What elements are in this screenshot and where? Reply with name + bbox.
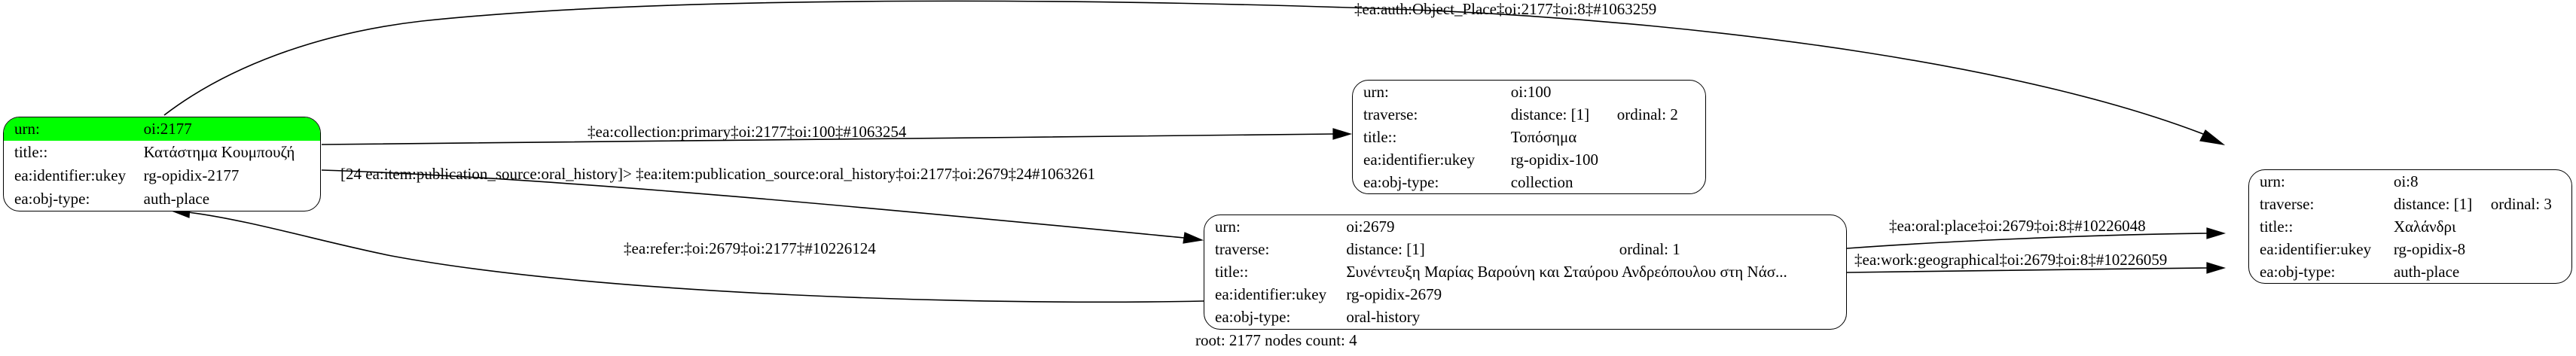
- node-100-value-ordinal: ordinal: 2: [1616, 105, 1678, 123]
- node-2679-label-identifier: ea:identifier:ukey: [1215, 285, 1327, 304]
- node-2679-value-identifier: rg-opidix-2679: [1346, 285, 1442, 304]
- node-100-row-title: title:: Τοπόσημα: [1353, 126, 1705, 148]
- node-2177-value-objtype: auth-place: [143, 190, 210, 208]
- node-100-value-distance: distance: [1]: [1510, 105, 1590, 123]
- edge-label-work-geographical: ‡ea:work:geographical‡oi:2679‡oi:8‡#1022…: [1854, 251, 2168, 269]
- node-8-value-ordinal: ordinal: 3: [2490, 194, 2552, 213]
- node-2177-row-identifier: ea:identifier:ukey rg-opidix-2177: [4, 164, 320, 187]
- edge-label-refer: ‡ea:refer:‡oi:2679‡oi:2177‡#10226124: [624, 239, 876, 257]
- node-8-row-identifier: ea:identifier:ukey rg-opidix-8: [2249, 238, 2571, 260]
- node-2177-table: urn: oi:2177 title:: Κατάστημα Κουμπουζή…: [4, 117, 320, 211]
- edge-label-item-publication-source: [24 ea:item:publication_source:oral_hist…: [340, 165, 1096, 183]
- node-100-value-title: Τοπόσημα: [1510, 127, 1577, 146]
- node-8-row-traverse: traverse: distance: [1] ordinal: 3: [2249, 193, 2571, 215]
- node-8-value-urn: oi:8: [2393, 172, 2419, 190]
- graph-node-2177[interactable]: urn: oi:2177 title:: Κατάστημα Κουμπουζή…: [3, 117, 321, 211]
- node-8-label-urn: urn:: [2260, 172, 2285, 190]
- node-8-value-distance: distance: [1]: [2393, 194, 2473, 213]
- node-2679-table: urn: oi:2679 traverse: distance: [1] ord…: [1204, 215, 1846, 329]
- node-8-label-identifier: ea:identifier:ukey: [2260, 239, 2372, 258]
- edge-path-auth-object-place: [163, 0, 2226, 145]
- node-8-value-title: Χαλάνδρι: [2393, 217, 2456, 236]
- node-100-row-identifier: ea:identifier:ukey rg-opidix-100: [1353, 148, 1705, 171]
- node-100-row-traverse: traverse: distance: [1] ordinal: 2: [1353, 103, 1705, 126]
- node-8-value-objtype: auth-place: [2393, 262, 2460, 281]
- node-8-row-urn: urn: oi:8: [2249, 170, 2571, 193]
- node-2177-row-urn: urn: oi:2177: [4, 117, 320, 141]
- node-100-value-urn: oi:100: [1510, 82, 1552, 101]
- node-8-table: urn: oi:8 traverse: distance: [1] ordina…: [2249, 170, 2571, 283]
- node-2177-value-title: Κατάστημα Κουμπουζή: [143, 143, 295, 161]
- node-2679-row-urn: urn: oi:2679: [1204, 215, 1846, 238]
- graph-node-8[interactable]: urn: oi:8 traverse: distance: [1] ordina…: [2248, 169, 2572, 284]
- node-2679-row-identifier: ea:identifier:ukey rg-opidix-2679: [1204, 284, 1846, 306]
- node-8-label-objtype: ea:obj-type:: [2260, 262, 2336, 281]
- node-2679-label-objtype: ea:obj-type:: [1215, 308, 1291, 327]
- node-2679-value-objtype: oral-history: [1346, 308, 1421, 327]
- node-2177-value-urn: oi:2177: [143, 117, 320, 141]
- node-2679-label-title: title::: [1215, 262, 1249, 281]
- edge-path-item-publication-source: [321, 169, 1204, 244]
- node-2679-row-title: title:: Συνέντευξη Μαρίας Βαρούνη και Στ…: [1204, 260, 1846, 283]
- node-2679-label-traverse: traverse:: [1215, 239, 1270, 258]
- node-8-row-objtype: ea:obj-type: auth-place: [2249, 260, 2571, 283]
- node-2177-row-title: title:: Κατάστημα Κουμπουζή: [4, 141, 320, 164]
- node-100-label-urn: urn:: [1363, 82, 1389, 101]
- node-8-value-identifier: rg-opidix-8: [2393, 239, 2466, 258]
- node-2177-value-identifier: rg-opidix-2177: [143, 166, 240, 184]
- edge-path-work-geographical: [1846, 262, 2227, 274]
- graph-node-2679[interactable]: urn: oi:2679 traverse: distance: [1] ord…: [1204, 215, 1847, 330]
- node-2679-value-title: Συνέντευξη Μαρίας Βαρούνη και Σταύρου Αν…: [1346, 262, 1787, 281]
- node-2679-row-traverse: traverse: distance: [1] ordinal: 1: [1204, 238, 1846, 260]
- edge-label-auth-object-place: ‡ea:auth:Object_Place‡oi:2177‡oi:8‡#1063…: [1354, 0, 1657, 18]
- edge-label-collection-primary: ‡ea:collection:primary‡oi:2177‡oi:100‡#1…: [588, 123, 907, 141]
- node-2679-label-urn: urn:: [1215, 217, 1241, 236]
- node-2177-label-identifier: ea:identifier:ukey: [14, 166, 127, 184]
- node-2679-value-urn: oi:2679: [1346, 217, 1395, 236]
- node-8-row-title: title:: Χαλάνδρι: [2249, 215, 2571, 238]
- node-2177-row-objtype: ea:obj-type: auth-place: [4, 187, 320, 211]
- node-100-table: urn: oi:100 traverse: distance: [1] ordi…: [1353, 81, 1705, 193]
- node-100-value-identifier: rg-opidix-100: [1510, 150, 1599, 169]
- edge-path-oral-place: [1846, 227, 2227, 249]
- node-100-label-title: title::: [1363, 127, 1397, 146]
- node-2679-value-ordinal: ordinal: 1: [1619, 239, 1680, 258]
- node-100-label-identifier: ea:identifier:ukey: [1363, 150, 1476, 169]
- edge-label-oral-place: ‡ea:oral:place‡oi:2679‡oi:8‡#10226048: [1889, 217, 2146, 235]
- node-2679-value-distance: distance: [1]: [1346, 239, 1425, 258]
- graph-node-100[interactable]: urn: oi:100 traverse: distance: [1] ordi…: [1352, 80, 1706, 194]
- node-100-value-objtype: collection: [1510, 172, 1573, 191]
- node-2177-label-objtype: ea:obj-type:: [14, 190, 90, 208]
- graph-footer-caption: root: 2177 nodes count: 4: [1195, 331, 1357, 349]
- node-100-row-objtype: ea:obj-type: collection: [1353, 171, 1705, 193]
- node-100-row-urn: urn: oi:100: [1353, 81, 1705, 103]
- node-100-label-objtype: ea:obj-type:: [1363, 172, 1439, 191]
- node-2177-label-urn: urn:: [4, 117, 144, 141]
- node-2679-row-objtype: ea:obj-type: oral-history: [1204, 306, 1846, 329]
- node-8-label-title: title::: [2260, 217, 2294, 236]
- node-8-label-traverse: traverse:: [2260, 194, 2315, 213]
- node-2177-label-title: title::: [14, 143, 48, 161]
- node-100-label-traverse: traverse:: [1363, 105, 1418, 123]
